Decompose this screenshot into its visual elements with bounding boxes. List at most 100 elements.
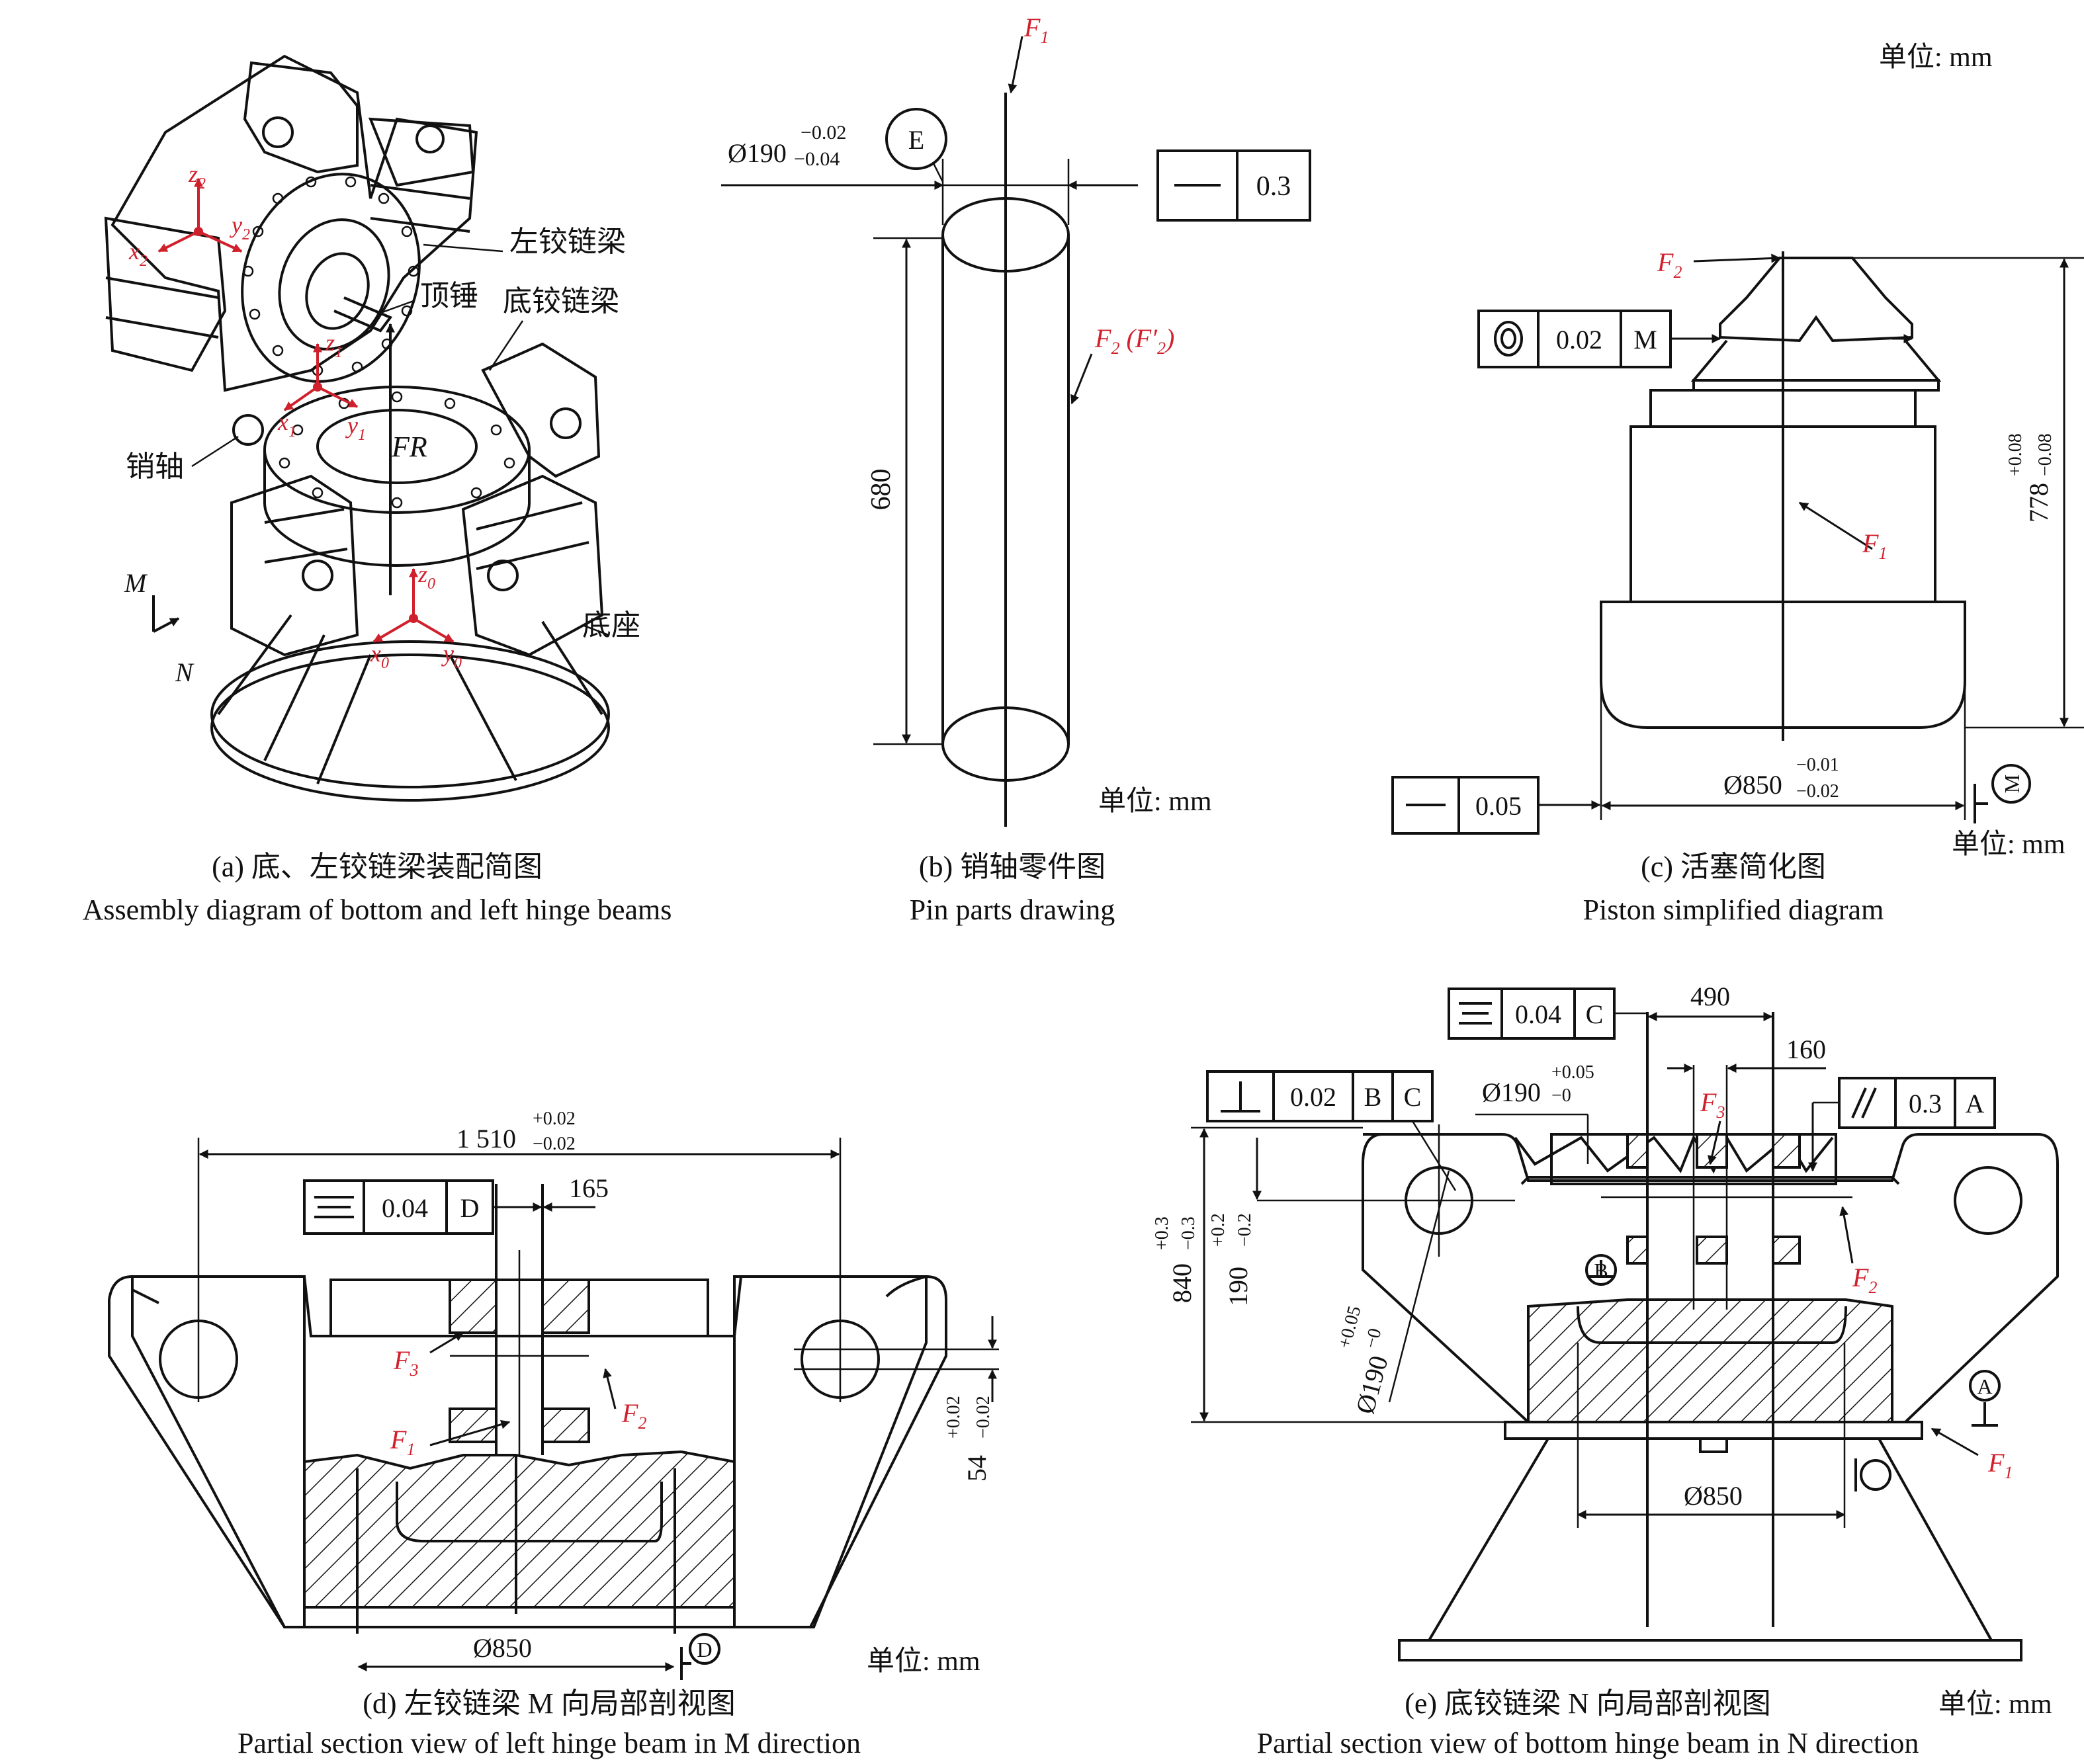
axis-label: z: [417, 561, 427, 587]
unit-d: 单位: mm: [867, 1646, 980, 1677]
symmetry-value: 0.04: [382, 1193, 428, 1223]
svg-text:z1: z1: [325, 329, 343, 361]
piston-diameter: Ø850: [1723, 770, 1782, 800]
axis-subscript: 2: [140, 253, 148, 270]
force-f1-label: F: [1862, 528, 1879, 558]
axis-label: z: [188, 161, 198, 187]
top-hammer-label: 顶锤: [420, 280, 478, 312]
svg-text:z0: z0: [417, 561, 435, 593]
height-54: 54: [962, 1455, 992, 1482]
caption-c-en: Piston simplified diagram: [1583, 894, 1884, 926]
caption-e-en: Partial section view of bottom hinge bea…: [1257, 1727, 1919, 1759]
concentricity-value: 0.02: [1556, 325, 1602, 355]
axis-subscript: 2: [242, 226, 250, 243]
view-m-label: M: [124, 568, 148, 598]
datum-a: A: [1977, 1374, 1992, 1398]
svg-text:F2: F2: [1852, 1263, 1877, 1297]
unit-e: 单位: mm: [1938, 1689, 2052, 1720]
axis-subscript: 1: [358, 427, 366, 444]
flatness-value: 0.05: [1475, 791, 1522, 821]
pin-diameter: Ø190: [728, 138, 787, 168]
piston-height-lower: −0.08: [2035, 433, 2056, 476]
axis-label: x: [370, 640, 381, 667]
caption-b-en: Pin parts drawing: [910, 894, 1115, 926]
force-f1-sub: 1: [1040, 28, 1049, 47]
bore-upper: +0.05: [1551, 1062, 1594, 1083]
force-f2-label: F: [1657, 247, 1674, 277]
width-160: 160: [1786, 1034, 1826, 1064]
force-f3-label: F: [1700, 1087, 1717, 1117]
svg-text:y1: y1: [345, 412, 366, 444]
svg-text:y0: y0: [441, 640, 462, 672]
axis-subscript: 1: [335, 344, 343, 361]
bore2-lower: −0: [1361, 1326, 1386, 1351]
force-f2-prime: (F′: [1126, 323, 1158, 353]
view-n-label: N: [175, 657, 195, 687]
span-lower: −0.02: [533, 1134, 576, 1154]
piston-height-upper: +0.08: [2005, 433, 2026, 476]
unit-c: 单位: mm: [1952, 829, 2065, 860]
svg-text:F2: F2: [1657, 247, 1682, 282]
height-54-upper: +0.02: [943, 1396, 964, 1439]
force-f2-label: F: [1852, 1263, 1869, 1292]
height-840-upper: +0.3: [1152, 1216, 1172, 1250]
force-f1-label: F: [390, 1425, 407, 1454]
panel-d-section: F3 F1 F2 1 510 +0.02 −0.02 0.04 D 165 54…: [108, 1109, 999, 1759]
width-490: 490: [1690, 982, 1730, 1011]
axis-subscript: 0: [454, 655, 462, 672]
pin-shaft-label: 销轴: [126, 450, 184, 483]
axis-subscript: 1: [288, 423, 296, 441]
perp-value: 0.02: [1290, 1082, 1336, 1112]
svg-text:F1: F1: [390, 1425, 415, 1459]
caption-b-cn: (b) 销轴零件图: [919, 851, 1106, 883]
symmetry-datum: D: [460, 1193, 480, 1223]
svg-text:F3: F3: [393, 1345, 418, 1380]
panel-a-assembly: z2 y2 x2 z1 y1 x1 z0 y0 x0 左铰链梁 顶锤 底铰链梁 …: [83, 54, 672, 926]
caption-d-cn: (d) 左铰链梁 M 向局部剖视图: [363, 1687, 735, 1720]
axis-label: x: [128, 238, 140, 265]
svg-text:F1: F1: [1023, 13, 1049, 47]
svg-text:x0: x0: [370, 640, 389, 672]
straightness-value: 0.3: [1256, 171, 1291, 202]
datum-d: D: [697, 1638, 712, 1661]
width-165: 165: [569, 1173, 609, 1203]
perp-datum-2: C: [1404, 1082, 1422, 1112]
perp-datum-1: B: [1364, 1082, 1382, 1112]
parallelism-value: 0.3: [1909, 1089, 1942, 1118]
height-840-lower: −0.3: [1178, 1216, 1199, 1250]
force-f1-label: F: [1987, 1448, 2005, 1478]
svg-text:F1: F1: [1987, 1448, 2013, 1482]
force-f1-sub: 1: [1878, 544, 1887, 563]
base-label: 底座: [582, 609, 640, 642]
symmetry-datum: C: [1586, 999, 1604, 1029]
datum-b: B: [1594, 1259, 1608, 1282]
unit-b: 单位: mm: [1098, 786, 1212, 817]
height-190-upper: +0.2: [1208, 1213, 1229, 1247]
piston-height: 778: [2024, 483, 2054, 523]
pin-length: 680: [866, 469, 896, 511]
axis-subscript: 2: [198, 175, 206, 192]
force-f1-sub: 1: [406, 1440, 415, 1459]
axis-label: x: [277, 409, 288, 435]
caption-a-en: Assembly diagram of bottom and left hing…: [83, 894, 672, 926]
axis-subscript: 0: [427, 575, 435, 593]
panel-b-pin: F1 F2(F′2) Ø190 −0.02 −0.04 E 0.3 680 单位…: [721, 13, 1311, 926]
axis-label: z: [325, 329, 335, 356]
force-f2-sub: 2: [1111, 339, 1119, 358]
force-f2-label: F: [1094, 323, 1111, 353]
panel-c-piston: 单位: mm F1 F2 0.02 M 778 +0.08 −0.08 Ø850…: [1391, 42, 2084, 926]
force-f2-sub: 2: [1868, 1278, 1877, 1297]
pin-diameter-lower: −0.04: [794, 148, 840, 170]
force-f1-label: F: [1023, 13, 1041, 42]
svg-text:y2: y2: [230, 212, 250, 243]
symmetry-value: 0.04: [1515, 999, 1561, 1029]
force-f3-sub: 3: [409, 1361, 418, 1380]
axis-label: y: [345, 412, 358, 439]
bottom-hinge-beam-label: 底铰链梁: [503, 285, 619, 317]
svg-text:F1: F1: [1862, 528, 1887, 563]
concentricity-modifier: M: [1633, 325, 1657, 355]
unit-top: 单位: mm: [1879, 42, 1993, 73]
piston-diameter-lower: −0.02: [1796, 781, 1839, 802]
parallelism-datum: A: [1966, 1089, 1985, 1118]
